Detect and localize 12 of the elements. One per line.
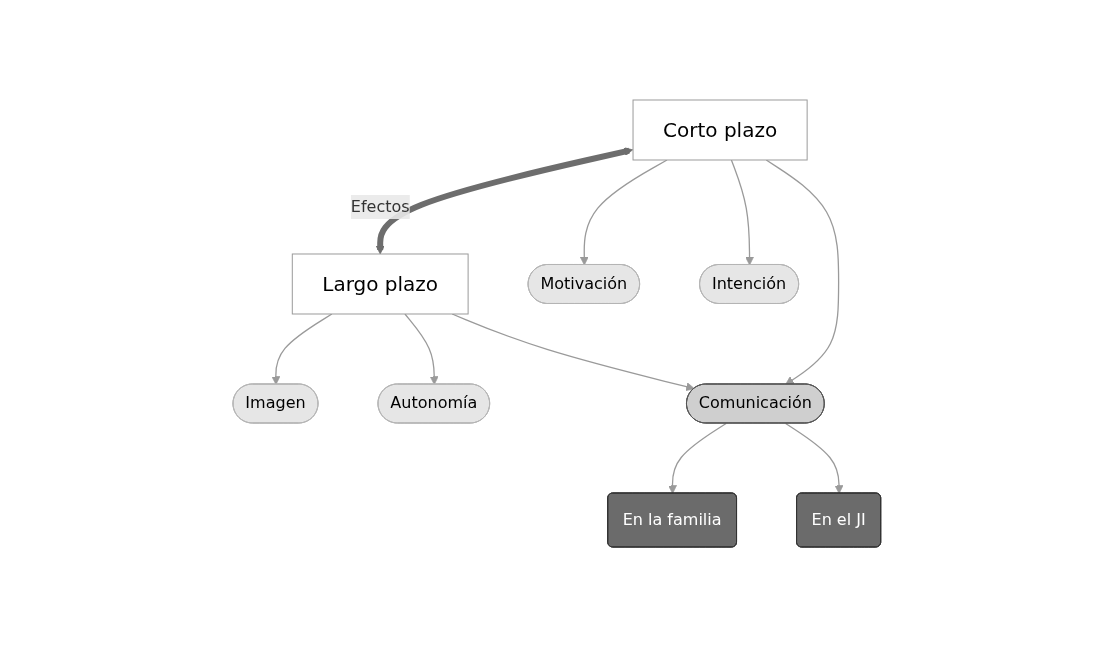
arrow — [730, 158, 754, 265]
arrow — [375, 146, 633, 254]
arrow — [451, 312, 695, 391]
arrow — [765, 158, 839, 385]
arrow — [403, 312, 439, 385]
edge-label: Efectos — [350, 196, 410, 216]
node-box: Corto plazo — [632, 99, 808, 160]
node-box: Largo plazo — [291, 253, 469, 314]
arrow — [271, 312, 333, 385]
arrow — [579, 158, 668, 265]
arrow — [667, 422, 727, 494]
arrow — [784, 422, 844, 494]
